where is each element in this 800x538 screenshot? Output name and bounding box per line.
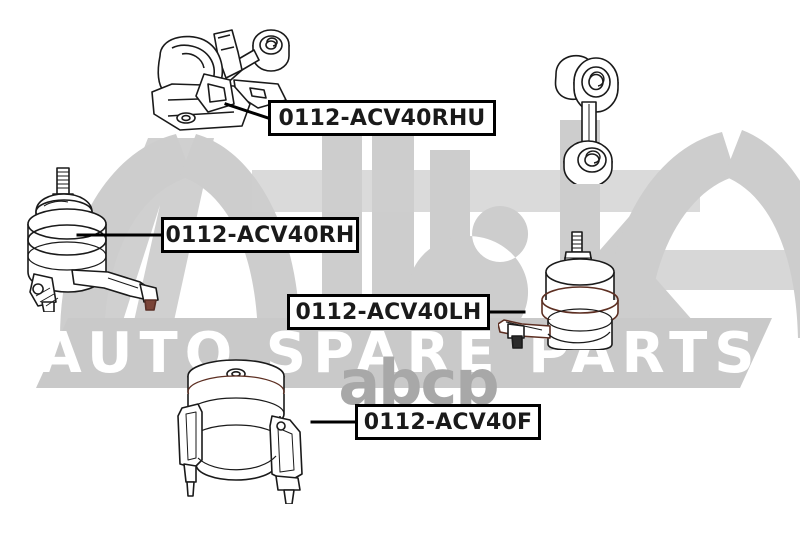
callout-label-f-text: 0112-ACV40F — [363, 409, 533, 435]
part-engine-mount-left — [498, 231, 619, 350]
callout-label-rh[interactable]: 0112-ACV40RH — [161, 217, 359, 253]
callout-label-rhu-text: 0112-ACV40RHU — [278, 105, 486, 131]
watermark-tagline-text: AUTO SPARE PARTS — [38, 321, 761, 386]
part-torque-strut-rod — [554, 54, 619, 184]
part-engine-mount-front — [177, 359, 303, 504]
callout-label-f[interactable]: 0112-ACV40F — [355, 404, 541, 440]
callout-label-lh-text: 0112-ACV40LH — [295, 299, 482, 325]
callout-label-rhu[interactable]: 0112-ACV40RHU — [268, 100, 496, 136]
callout-label-lh[interactable]: 0112-ACV40LH — [287, 294, 490, 330]
callout-label-rh-text: 0112-ACV40RH — [165, 222, 355, 248]
part-engine-mount-right — [27, 167, 159, 312]
